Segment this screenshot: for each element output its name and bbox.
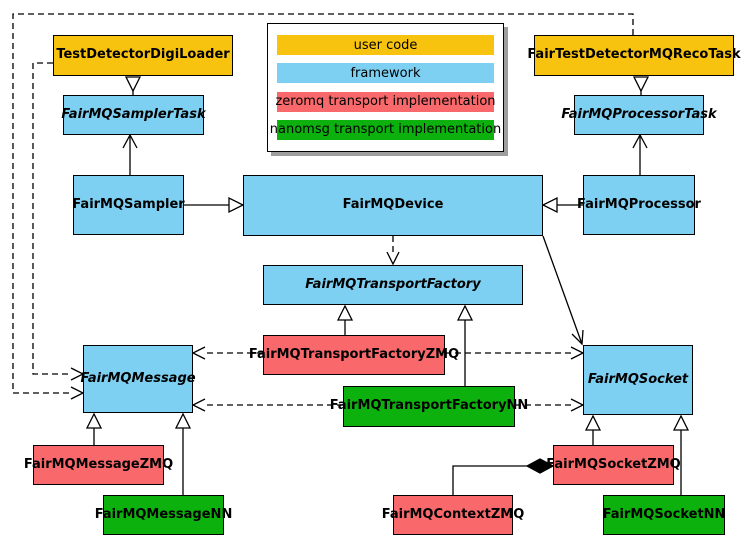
legend-item-user-code: user code (277, 35, 494, 55)
edge-socketzmq-owns-contextzmq (452, 458, 555, 495)
node-fairmqsocketzmq: FairMQSocketZMQ (546, 445, 681, 485)
node-fairmqmessage: FairMQMessage (80, 345, 196, 413)
edge-recotask-processortask (632, 76, 650, 95)
edge-sampler-samplertask (122, 133, 138, 175)
node-fairmqmessagenn: FairMQMessageNN (95, 495, 232, 535)
edge-messagezmq-message (85, 412, 103, 445)
node-fairmqsamplertask: FairMQSamplerTask (61, 95, 206, 135)
edge-digiloader-samplertask (124, 76, 142, 95)
node-fairmqsocketnn: FairMQSocketNN (603, 495, 725, 535)
edge-messagenn-message (174, 412, 192, 495)
edge-sampler-device (184, 196, 245, 214)
edge-device-uses-socket (542, 235, 584, 346)
legend: user code framework zeromq transport imp… (267, 23, 504, 152)
legend-item-zeromq: zeromq transport implementation (275, 91, 496, 112)
node-fairmqtransportfactorynn: FairMQTransportFactoryNN (330, 386, 528, 427)
node-fairmqtransportfactoryzmq: FairMQTransportFactoryZMQ (249, 335, 459, 375)
edge-factorynn-creates-message (191, 398, 343, 412)
node-fairmqtransportfactory: FairMQTransportFactory (263, 265, 523, 305)
edge-processor-processortask (632, 133, 648, 175)
legend-item-nanomsg: nanomsg transport implementation (270, 119, 501, 140)
edge-factoryzmq-creates-socket (445, 346, 585, 360)
node-fairmqsocket: FairMQSocket (583, 345, 693, 415)
node-fairmqmessagezmq: FairMQMessageZMQ (24, 445, 173, 485)
edge-device-uses-factory (386, 236, 400, 266)
edge-factorynn-factory (456, 304, 474, 386)
node-fairtestdetectormqrecotask: FairTestDetectorMQRecoTask (527, 35, 741, 76)
node-testdetectordigiloader: TestDetectorDigiLoader (53, 35, 233, 76)
node-fairmqcontextzmq: FairMQContextZMQ (382, 495, 524, 535)
node-fairmqprocessor: FairMQProcessor (577, 175, 701, 235)
edge-socketnn-socket (672, 414, 690, 495)
edge-socketzmq-socket (584, 414, 602, 445)
edge-factoryzmq-factory (336, 304, 354, 335)
node-fairmqdevice: FairMQDevice (243, 175, 543, 236)
legend-item-framework: framework (277, 63, 494, 84)
node-fairmqsampler: FairMQSampler (72, 175, 185, 235)
node-fairmqprocessortask: FairMQProcessorTask (561, 95, 717, 135)
